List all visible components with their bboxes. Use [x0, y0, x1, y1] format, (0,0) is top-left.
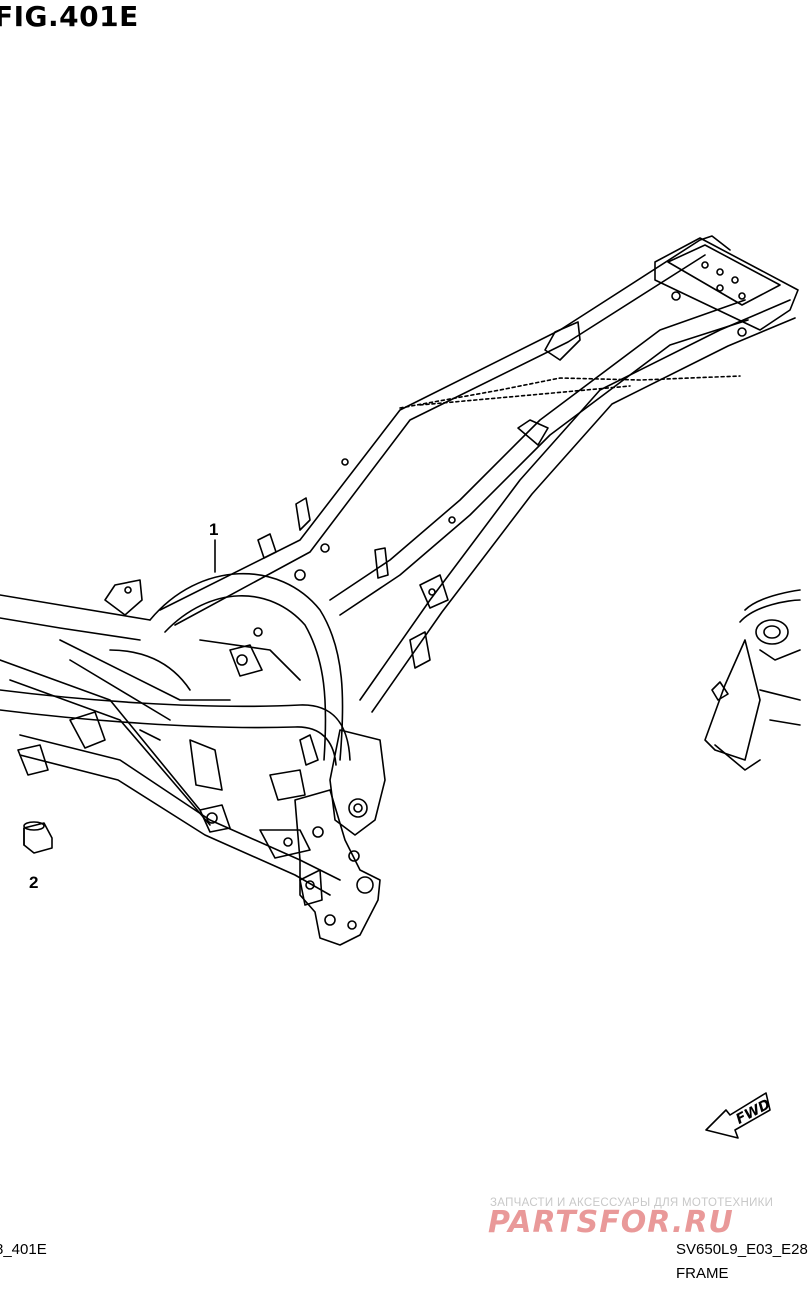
lower-seat-rail-inner	[371, 317, 796, 713]
pivot-plate	[294, 789, 381, 946]
upper-left-rail-inner	[174, 254, 706, 626]
figure-caption: FRAME	[676, 1265, 729, 1282]
model-code: SV650L9_E03_E28	[676, 1241, 808, 1258]
tail-plate	[654, 237, 799, 331]
frame-part-1[interactable]	[0, 235, 799, 946]
upper-right-rail-inner	[339, 319, 749, 616]
upper-left-rail	[159, 235, 731, 611]
front-loop	[149, 572, 344, 761]
lower-main-tube	[0, 689, 351, 761]
left-side-rail	[0, 594, 151, 621]
watermark-logo: PARTSFOR.RU	[488, 1205, 734, 1240]
cut-line	[399, 375, 741, 409]
lower-long-rail	[19, 734, 341, 881]
callout-label-1: 1	[209, 520, 219, 539]
figure-code-left: 8_401E	[0, 1241, 47, 1258]
side-bracket-assembly	[704, 589, 801, 771]
watermark-tagline: ЗАПЧАСТИ И АКСЕССУАРЫ ДЛЯ МОТОТЕХНИКИ	[490, 1197, 774, 1209]
headstock	[329, 729, 386, 836]
spacer-part-2[interactable]	[23, 821, 53, 854]
callout-label-2: 2	[29, 873, 39, 892]
figure-title: FIG.401E	[0, 0, 139, 33]
upper-right-rail	[329, 299, 746, 601]
fwd-arrow-icon	[705, 1092, 771, 1139]
lower-seat-rail	[359, 299, 791, 701]
